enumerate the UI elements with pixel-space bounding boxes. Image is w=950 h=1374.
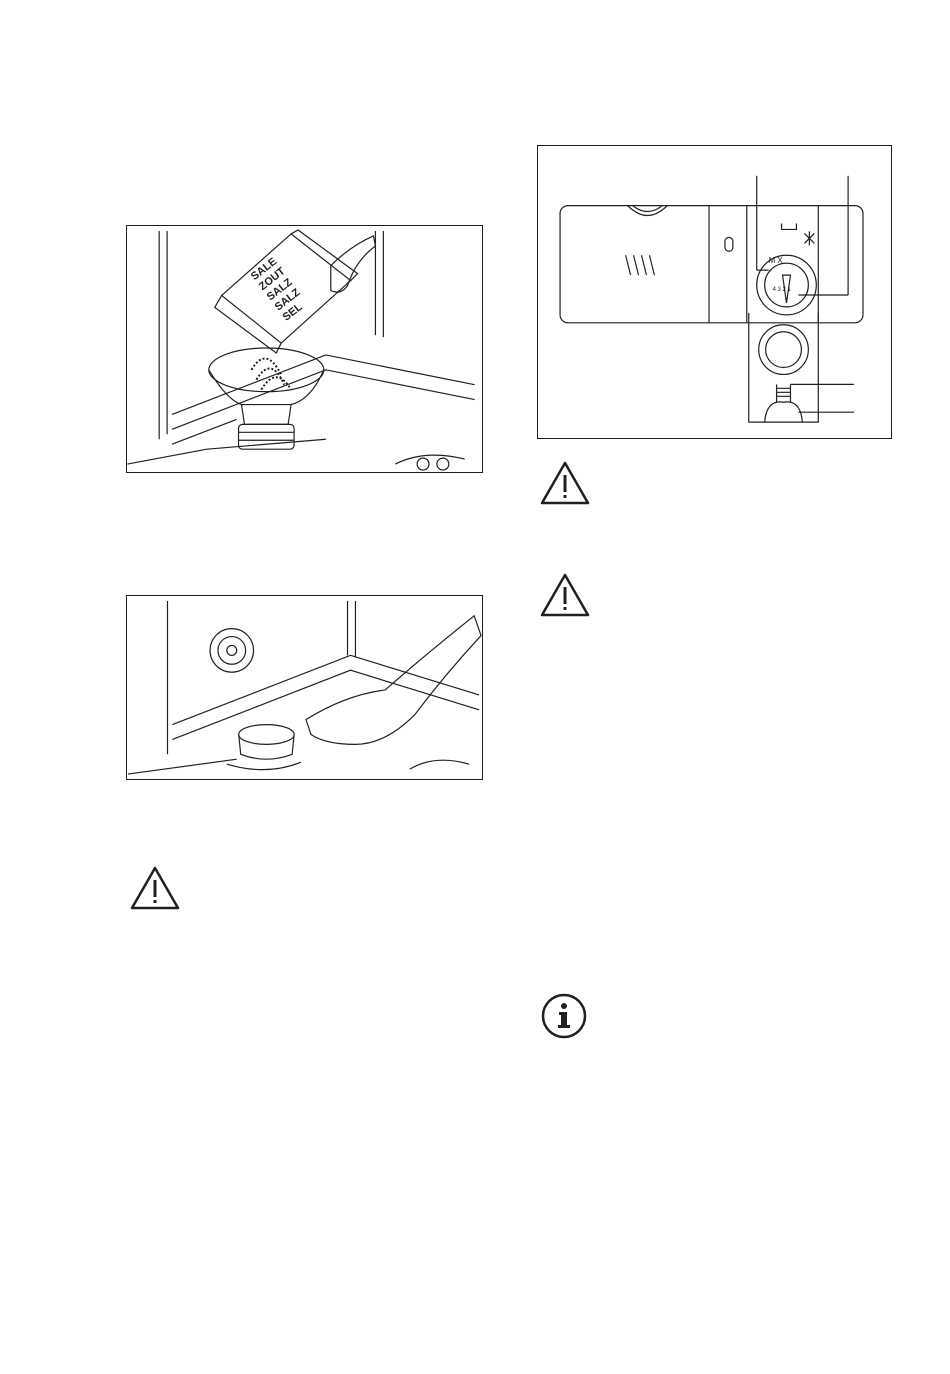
warning-triangle-icon [539, 460, 591, 506]
dial-letters: M X [769, 256, 784, 265]
salt-pouring-illustration: SALE ZOUT SALZ SALZ SEL [127, 226, 482, 472]
warning-triangle-icon [539, 572, 591, 618]
figure-fill-salt: SALE ZOUT SALZ SALZ SEL [126, 225, 483, 473]
dial-numbers: 4 3 2 1 [773, 287, 792, 293]
figure-dispenser-panel: M X 4 3 2 1 [537, 145, 892, 439]
info-circle-icon [540, 992, 588, 1040]
figure-wipe-salt [126, 595, 483, 780]
warning-triangle-icon [129, 865, 181, 911]
wipe-salt-illustration [127, 596, 482, 779]
dispenser-panel-illustration: M X 4 3 2 1 [538, 146, 891, 438]
